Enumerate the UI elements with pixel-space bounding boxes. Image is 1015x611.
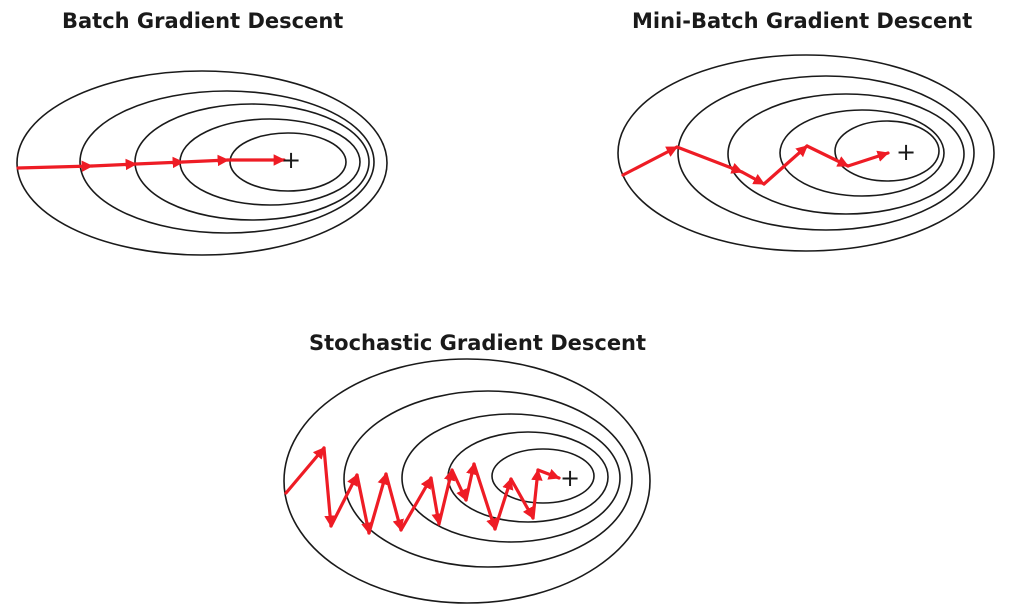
contour-ring-5 <box>834 120 940 182</box>
contour-ring-2 <box>343 390 633 568</box>
descent-step <box>846 150 890 168</box>
descent-step <box>284 446 326 495</box>
descent-step <box>740 170 766 186</box>
sgd-contours <box>283 358 651 604</box>
contour-ring-1 <box>283 358 651 604</box>
contour-ring-5 <box>491 448 595 504</box>
descent-step <box>355 473 373 535</box>
batch-contours <box>16 70 388 256</box>
contour-ring-1 <box>16 70 388 256</box>
descent-step <box>399 476 433 532</box>
descent-step <box>675 145 744 174</box>
contour-ring-1 <box>617 54 995 252</box>
descent-step <box>329 473 359 528</box>
descent-step <box>181 154 230 167</box>
descent-step <box>322 446 336 528</box>
descent-step <box>450 468 468 502</box>
descent-step <box>437 468 456 526</box>
descent-step <box>16 160 94 173</box>
contour-ring-2 <box>79 90 375 234</box>
contour-ring-2 <box>677 75 975 231</box>
contour-ring-5 <box>229 132 347 192</box>
descent-step <box>464 462 478 502</box>
descent-step <box>536 468 561 480</box>
contour-ring-3 <box>727 93 965 215</box>
minibatch-descent-path <box>621 144 890 186</box>
descent-step <box>762 144 809 186</box>
sgd-descent-path <box>284 446 561 535</box>
sgd-panel: + <box>283 358 651 604</box>
descent-step <box>531 468 543 520</box>
minibatch-gd-panel: + <box>617 54 995 252</box>
contour-ring-3 <box>401 413 621 543</box>
minimum-marker: + <box>896 138 916 166</box>
descent-step <box>472 462 498 531</box>
sgd-title: Stochastic Gradient Descent <box>309 331 647 355</box>
descent-step <box>384 472 404 532</box>
minimum-marker: + <box>281 146 301 174</box>
descent-step <box>367 472 389 535</box>
descent-step <box>134 156 185 169</box>
minibatch-gd-title: Mini-Batch Gradient Descent <box>632 9 973 33</box>
descent-step <box>509 477 535 520</box>
minibatch-contours <box>617 54 995 252</box>
descent-step <box>90 158 138 171</box>
descent-step <box>621 145 679 177</box>
descent-step <box>805 144 850 168</box>
batch-gd-panel: + <box>16 70 388 256</box>
batch-descent-path <box>16 154 286 173</box>
descent-step <box>493 477 514 531</box>
minimum-marker: + <box>560 464 580 492</box>
descent-step <box>429 476 443 526</box>
contour-ring-4 <box>779 109 945 197</box>
batch-gd-title: Batch Gradient Descent <box>62 9 344 33</box>
